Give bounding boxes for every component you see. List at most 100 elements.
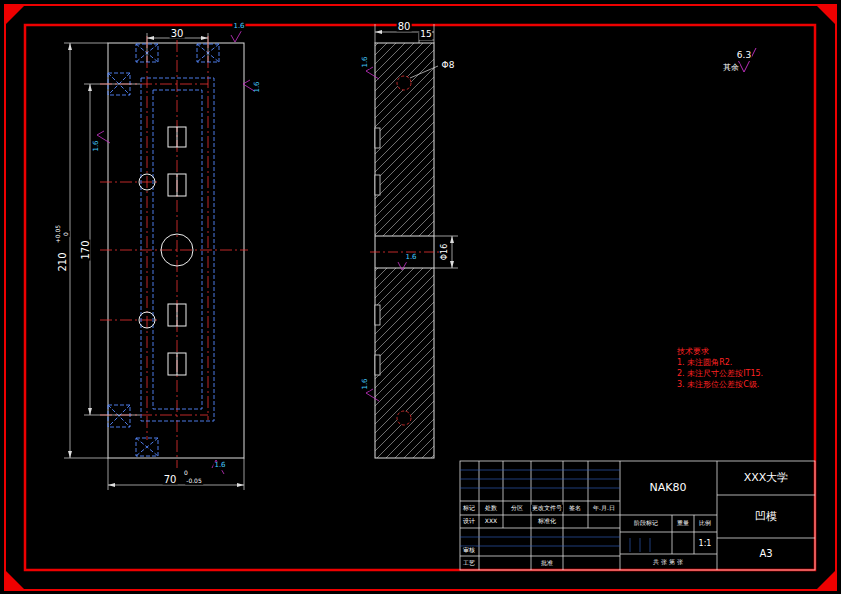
hatch-line: [360, 178, 450, 268]
hatch-line: [360, 304, 450, 394]
hatch-line: [360, 457, 450, 547]
dimension-text: 170: [80, 239, 91, 260]
hatch-line: [360, 340, 450, 430]
dimension-text: -0.05: [185, 478, 203, 485]
front-view: [64, 28, 256, 490]
dimension-text: Φ8: [441, 61, 456, 71]
title-block-cell: A3: [758, 548, 773, 559]
hatch-line: [360, 34, 450, 124]
hatch-line: [360, 160, 450, 250]
hatch-line: [360, 232, 450, 322]
hatch-line: [360, 493, 450, 583]
technical-note: 技术要求: [676, 348, 710, 357]
hatch-line: [360, 106, 450, 196]
roughness-value: 1.6: [362, 377, 370, 390]
hatch-line: [360, 367, 450, 457]
hatch-line: [360, 124, 450, 214]
hatch-line: [360, 331, 450, 421]
title-block-cell: 标准化: [537, 518, 557, 525]
title-block-cell: 设计: [462, 518, 476, 525]
dimension-text: 0: [183, 470, 189, 477]
hatch-line: [360, 70, 450, 160]
hatch-line: [360, 115, 450, 205]
hatch-line: [360, 241, 450, 331]
hatch-line: [360, 205, 450, 295]
hatch-line: [360, 196, 450, 286]
hatch-line: [360, 295, 450, 385]
title-block-cell: 批准: [540, 560, 554, 567]
corner-marks: [5, 5, 836, 590]
hatch-line: [360, 250, 450, 340]
title-block-cell: 审核: [462, 547, 476, 554]
side-view: [360, 0, 458, 592]
hatch-line: [360, 151, 450, 241]
dimension-text: 30: [170, 28, 185, 39]
hatch-line: [360, 439, 450, 529]
hatch-line: [360, 349, 450, 439]
title-block-cell: NAK80: [649, 482, 688, 494]
hatch-line: [360, 0, 450, 88]
dimension-text: 70: [163, 474, 178, 485]
technical-note: 2. 未注尺寸公差按IT15.: [676, 370, 764, 379]
title-block-cell: 阶段标记: [633, 520, 659, 527]
hatch-line: [360, 322, 450, 412]
hatch-line: [360, 88, 450, 178]
hatch-line: [360, 43, 450, 133]
hatch-line: [360, 385, 450, 475]
hatch-line: [360, 376, 450, 466]
title-block-cell: 签名: [568, 505, 582, 512]
roughness-value: 1.6: [254, 80, 262, 93]
dimension-text: 210: [57, 251, 68, 272]
hatch-line: [360, 421, 450, 511]
hatch-line: [360, 0, 450, 52]
title-block-cell: XXX大学: [743, 472, 790, 484]
hatch-line: [360, 448, 450, 538]
hatch-line: [360, 502, 450, 592]
title-block-cell: 比例: [698, 520, 712, 527]
hatch-line: [360, 466, 450, 556]
hatch-line: [360, 52, 450, 142]
hatch-line: [360, 430, 450, 520]
roughness-value: 1.6: [232, 23, 245, 31]
hatch-line: [360, 268, 450, 358]
title-block-cell: 凹模: [754, 511, 778, 523]
technical-note: 1. 未注圆角R2.: [676, 359, 733, 368]
hatch-line: [360, 259, 450, 349]
roughness-value: 1.6: [213, 462, 226, 470]
title-block-cell: XXX: [484, 518, 498, 525]
roughness-value: 1.6: [362, 55, 370, 68]
hatch-line: [360, 97, 450, 187]
hatch-line: [360, 358, 450, 448]
title-block-cell: 更改文件号: [531, 505, 563, 512]
title-block-cell: 重量: [676, 520, 690, 527]
dimension-text: 80: [397, 21, 412, 32]
title-block-cell: 分区: [510, 505, 524, 512]
hatch-line: [360, 7, 450, 97]
hatch-line: [360, 142, 450, 232]
roughness-symbols: [97, 28, 256, 474]
title-block-cell: 标记: [462, 505, 476, 512]
hatch-line: [360, 79, 450, 169]
hatch-line: [360, 61, 450, 151]
hatch-line: [360, 0, 450, 79]
hatch-line: [360, 286, 450, 376]
hatch-line: [360, 25, 450, 115]
hatch-line: [360, 187, 450, 277]
hatch-line: [360, 484, 450, 574]
dimension-text: 其余: [722, 64, 740, 73]
hatch-line: [360, 0, 450, 70]
inner-border: [25, 25, 815, 570]
hatch-line: [360, 403, 450, 493]
hatch-line: [360, 133, 450, 223]
hatch-line: [360, 394, 450, 484]
hatch-line: [360, 169, 450, 259]
hatch-line: [360, 0, 450, 43]
hatch-line: [360, 16, 450, 106]
title-block-cell: 年.月.日: [592, 505, 616, 512]
hatch-line: [360, 214, 450, 304]
title-block: [460, 461, 815, 570]
roughness-value: 1.6: [93, 139, 101, 152]
title-grid: [460, 470, 650, 552]
dimension-text: 0: [63, 231, 70, 237]
